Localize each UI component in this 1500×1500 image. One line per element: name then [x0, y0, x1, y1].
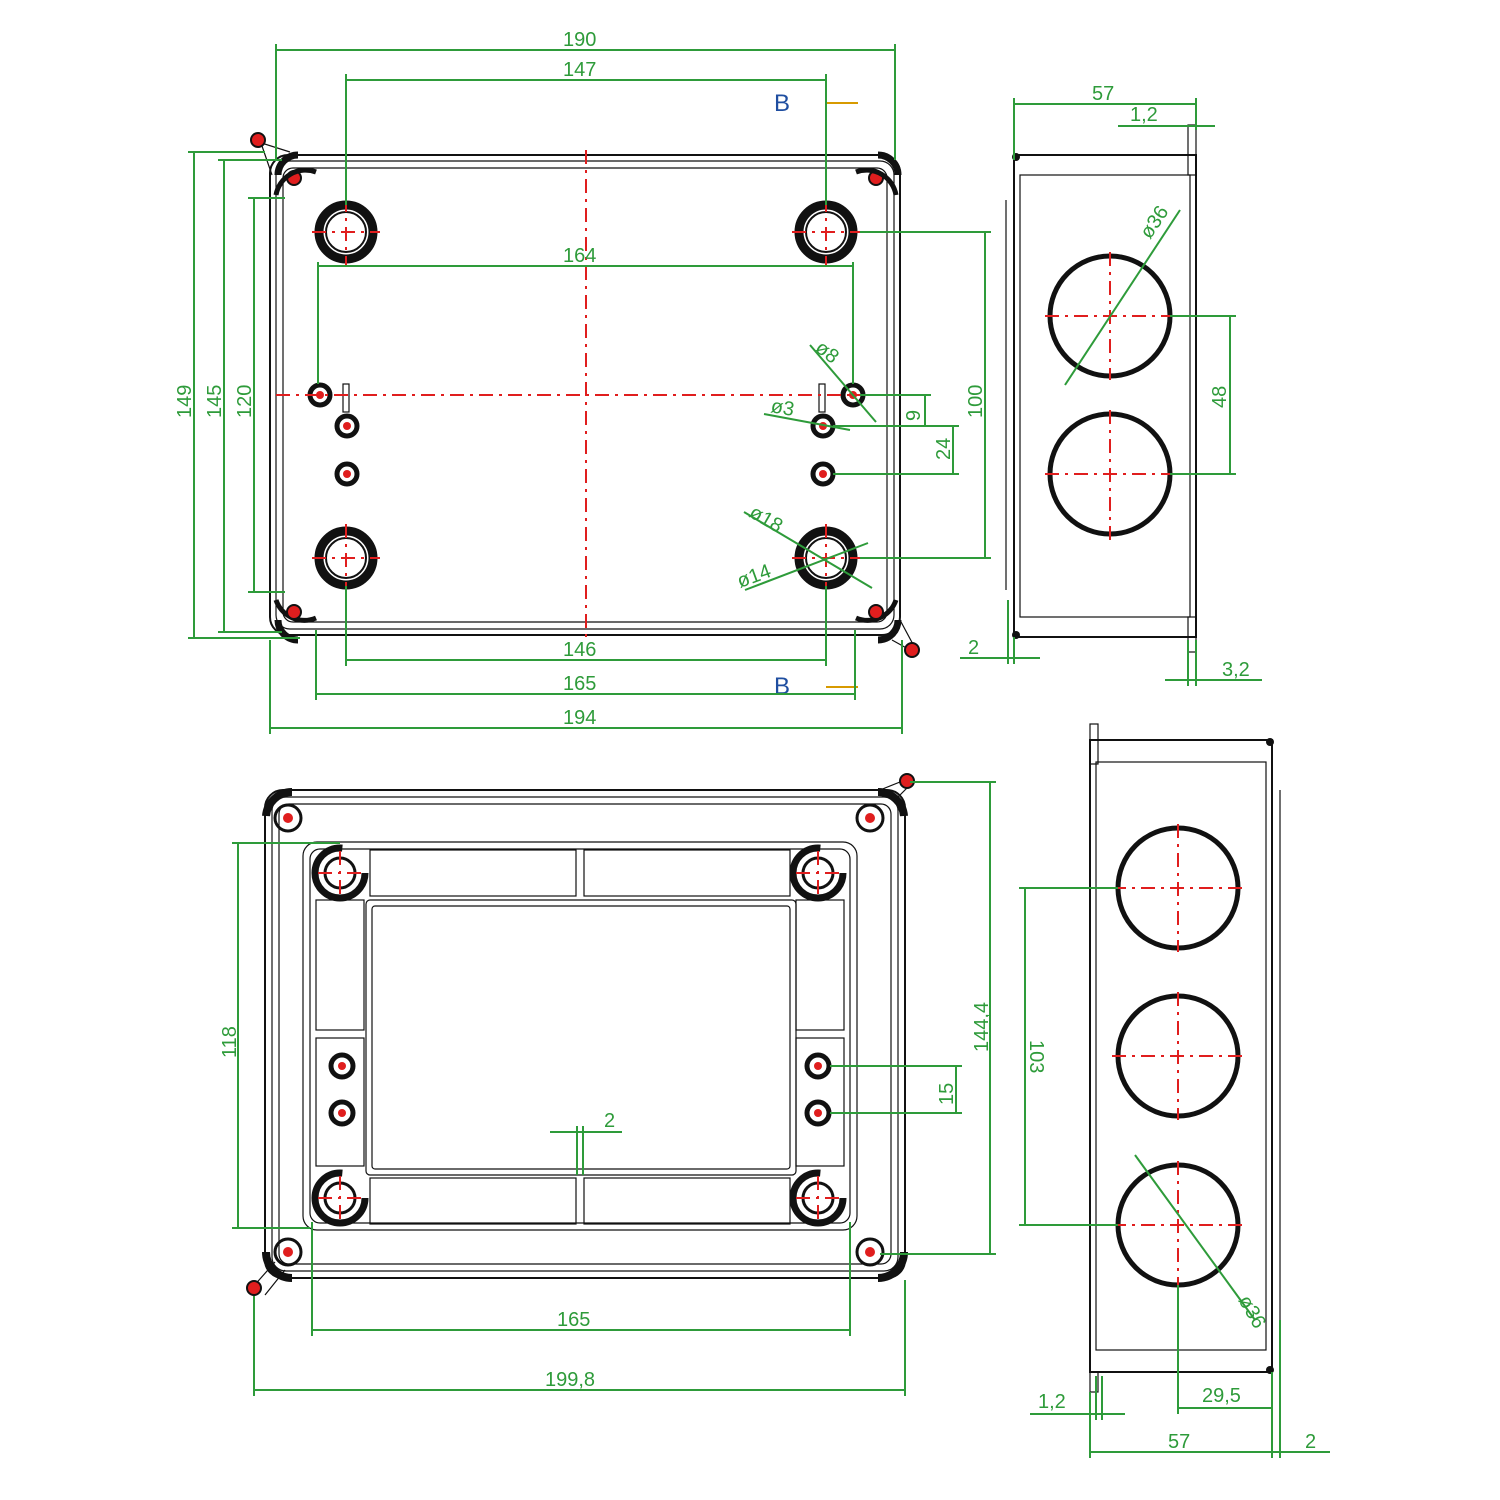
- dim-149: 149: [174, 385, 196, 418]
- side-view-bottom: 103 ø36 1,2 29,5 57 2: [1019, 723, 1330, 1458]
- bottom-corner-post-bl: [262, 1237, 303, 1282]
- side-b-dim-2: 2: [1305, 1431, 1316, 1453]
- mount-hole-r2: [804, 1099, 832, 1127]
- side-top-dim-2: 2: [968, 637, 979, 659]
- dim-190: 190: [563, 29, 596, 51]
- side-b-dim-57: 57: [1168, 1431, 1190, 1453]
- side-top-dim-1-2: 1,2: [1130, 104, 1158, 126]
- dim-164: 164: [563, 245, 596, 267]
- bottom-corner-post-tl: [262, 787, 303, 833]
- dim-147: 147: [563, 59, 596, 81]
- side-b-dim-29-5: 29,5: [1202, 1385, 1241, 1407]
- side-top-dim-48: 48: [1209, 386, 1231, 408]
- dim-24: 24: [933, 438, 955, 460]
- corner-post-bl: [273, 599, 317, 644]
- section-label-bottom: B: [774, 673, 790, 700]
- bottom-dim-165: 165: [557, 1309, 590, 1331]
- side-b-dim-1-2: 1,2: [1038, 1391, 1066, 1413]
- dim-146: 146: [563, 639, 596, 661]
- small-hole-left-3: [334, 461, 360, 487]
- small-hole-left-2: [334, 413, 360, 439]
- dim-165: 165: [563, 673, 596, 695]
- boss-tr: [789, 844, 847, 902]
- side-top-dim-57: 57: [1092, 83, 1114, 105]
- boss-br: [789, 1169, 847, 1227]
- dim-194: 194: [563, 707, 596, 729]
- mount-hole-l2: [328, 1099, 356, 1127]
- bottom-corner-post-br: [855, 1237, 908, 1282]
- side-top-dim-3-2: 3,2: [1222, 659, 1250, 681]
- bottom-dim-2: 2: [604, 1110, 615, 1132]
- dim-145: 145: [204, 385, 226, 418]
- boss-tl: [311, 844, 369, 902]
- bottom-dim-118: 118: [219, 1026, 241, 1058]
- bottom-view: 118 144,4 15 2 165 199,8: [219, 773, 996, 1396]
- boss-bl: [311, 1169, 369, 1227]
- dia-3-callout: ø3: [769, 395, 796, 421]
- dim-100: 100: [965, 385, 987, 418]
- bottom-dim-144-4: 144,4: [971, 1002, 993, 1052]
- corner-post-tr: [855, 151, 902, 196]
- side-b-dim-103: 103: [1025, 1040, 1047, 1073]
- corner-post-br: [855, 599, 902, 644]
- corner-post-tl: [273, 151, 317, 196]
- dim-120: 120: [234, 385, 256, 418]
- mount-hole-r1: [804, 1052, 832, 1080]
- dim-9: 9: [903, 410, 925, 421]
- mount-hole-l1: [328, 1052, 356, 1080]
- bottom-dim-199-8: 199,8: [545, 1369, 595, 1391]
- section-label-top: B: [774, 90, 790, 117]
- bottom-dim-15: 15: [936, 1083, 958, 1105]
